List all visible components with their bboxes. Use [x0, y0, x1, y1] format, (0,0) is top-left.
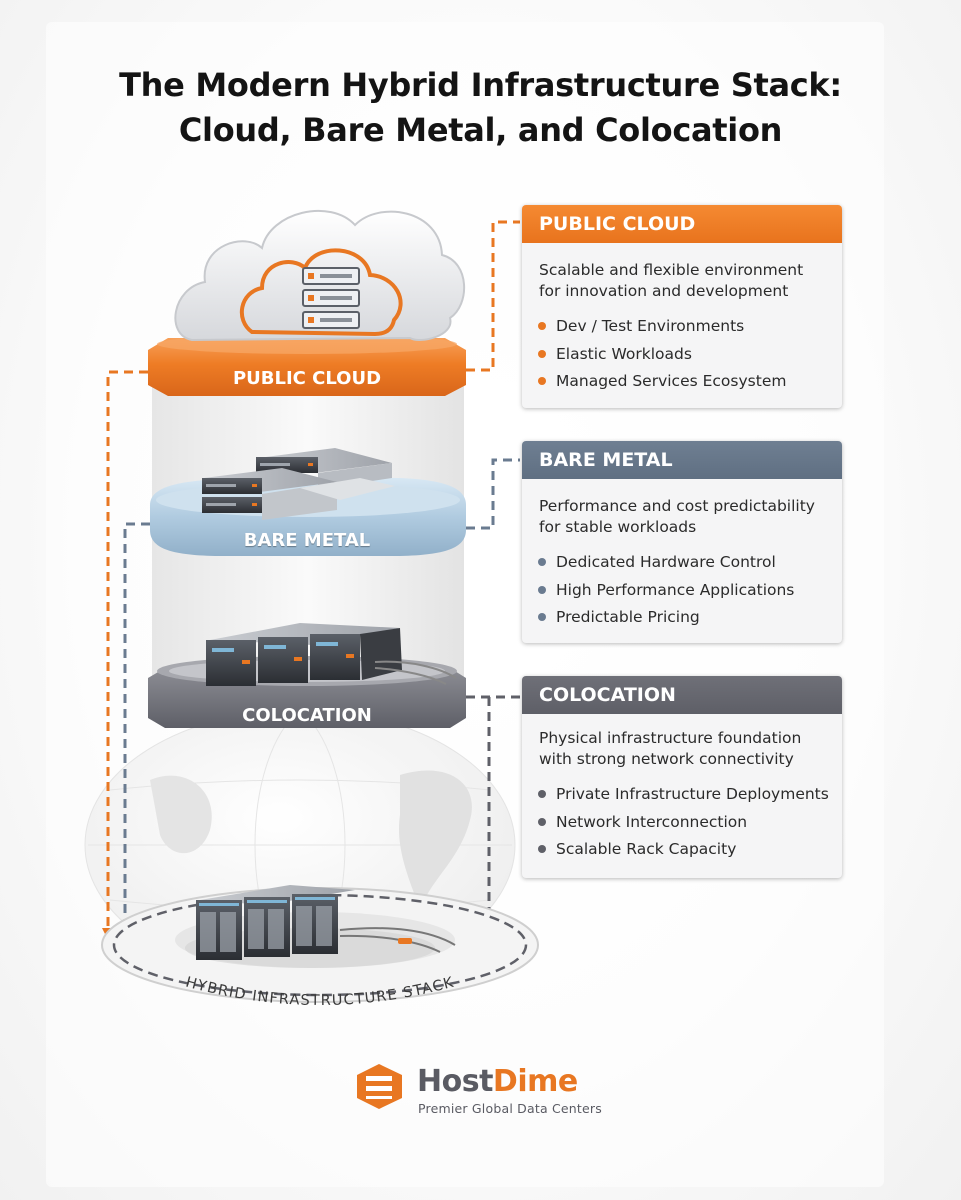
panel-colocation: COLOCATION Physical infrastructure found… — [522, 676, 842, 878]
panel-public-cloud: PUBLIC CLOUD Scalable and flexible envir… — [522, 205, 842, 408]
cloud-icon — [174, 209, 465, 342]
list-item: Predictable Pricing — [538, 607, 842, 635]
list-item-label: Elastic Workloads — [556, 344, 692, 363]
bullet-icon — [538, 558, 546, 566]
hostdime-logo-icon — [357, 1064, 402, 1109]
desc-line: for innovation and development — [539, 282, 789, 300]
tier-label-colocation: COLOCATION — [242, 705, 372, 726]
panel-description: Performance and cost predictability for … — [539, 496, 828, 538]
list-item: Dev / Test Environments — [538, 316, 842, 344]
bullet-icon — [538, 817, 546, 826]
cloud-panel-connector — [466, 220, 520, 372]
panel-heading: BARE METAL — [522, 441, 842, 479]
desc-line: with strong network connectivity — [539, 750, 794, 768]
logo-name-part-1: Host — [417, 1064, 493, 1099]
panel-description: Physical infrastructure foundation with … — [539, 728, 828, 770]
list-item: High Performance Applications — [538, 580, 842, 608]
list-item-label: Predictable Pricing — [556, 608, 700, 626]
list-item: Elastic Workloads — [538, 344, 842, 372]
metal-connector — [123, 522, 150, 925]
bullet-icon — [538, 585, 546, 594]
panel-heading: COLOCATION — [522, 676, 842, 714]
list-item: Scalable Rack Capacity — [538, 839, 842, 867]
list-item-label: Scalable Rack Capacity — [556, 840, 737, 858]
cloud-connector — [106, 370, 148, 930]
bullet-icon — [538, 845, 546, 853]
list-item: Dedicated Hardware Control — [538, 552, 842, 580]
list-item: Network Interconnection — [538, 812, 842, 840]
bullet-icon — [538, 349, 546, 358]
bullet-icon — [538, 322, 546, 330]
list-item-label: High Performance Applications — [556, 580, 795, 599]
metal-panel-connector — [466, 458, 520, 530]
list-item-label: Private Infrastructure Deployments — [556, 785, 829, 803]
feature-list: Dev / Test Environments Elastic Workload… — [522, 316, 842, 399]
tier-label-public-cloud: PUBLIC CLOUD — [232, 368, 382, 389]
panel-description: Scalable and flexible environment for in… — [539, 260, 828, 302]
desc-line: Physical infrastructure foundation — [539, 729, 802, 747]
list-item: Managed Services Ecosystem — [538, 371, 842, 399]
tier-label-bare-metal: BARE METAL — [243, 530, 371, 551]
bare-metal-tier — [150, 448, 466, 556]
feature-list: Private Infrastructure Deployments Netwo… — [522, 784, 842, 867]
colocation-tier — [148, 623, 466, 728]
desc-line: Scalable and flexible environment — [539, 261, 804, 279]
base-server-racks — [196, 885, 456, 960]
page-title-line-1: The Modern Hybrid Infrastructure Stack: — [119, 66, 842, 104]
list-item: Private Infrastructure Deployments — [538, 784, 842, 812]
bullet-icon — [538, 377, 546, 385]
logo-name-part-2: Dime — [492, 1064, 578, 1099]
page-title-line-2: Cloud, Bare Metal, and Colocation — [178, 111, 783, 149]
bullet-icon — [538, 790, 546, 798]
feature-list: Dedicated Hardware Control High Performa… — [522, 552, 842, 635]
panel-heading: PUBLIC CLOUD — [522, 205, 842, 243]
desc-line: for stable workloads — [539, 518, 697, 536]
list-item-label: Dev / Test Environments — [556, 317, 745, 335]
desc-line: Performance and cost predictability — [539, 497, 815, 515]
list-item-label: Managed Services Ecosystem — [556, 372, 787, 390]
list-item-label: Dedicated Hardware Control — [556, 553, 776, 571]
panel-bare-metal: BARE METAL Performance and cost predicta… — [522, 441, 842, 643]
bullet-icon — [538, 613, 546, 621]
logo-tagline: Premier Global Data Centers — [418, 1101, 602, 1116]
logo-wordmark[interactable]: HostDime — [417, 1065, 578, 1099]
list-item-label: Network Interconnection — [556, 812, 748, 831]
